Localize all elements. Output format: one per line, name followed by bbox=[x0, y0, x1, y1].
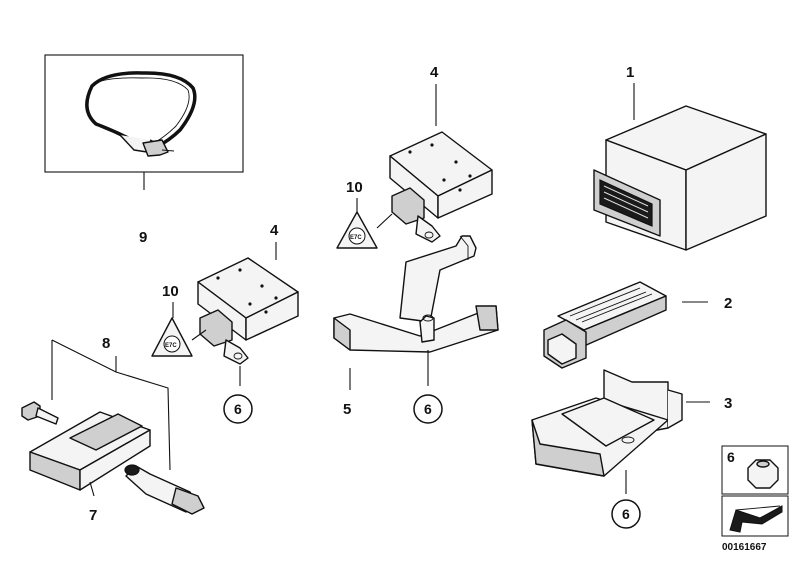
module-top-side bbox=[437, 169, 493, 219]
diagram-code: 00161667 bbox=[722, 542, 767, 553]
module-left-side bbox=[245, 291, 299, 341]
part-2-group: 2 bbox=[543, 281, 732, 369]
callout-6-right-circle bbox=[611, 499, 641, 529]
callout-6-right: 6 bbox=[622, 506, 630, 522]
part-7-group: 7 bbox=[29, 411, 205, 524]
callout-6-left: 6 bbox=[234, 401, 242, 417]
warning-label-top: E7C bbox=[350, 235, 362, 241]
part-4-top-group: 4 10 E7C bbox=[336, 64, 493, 249]
callout-2: 2 bbox=[724, 295, 732, 312]
part-1-group: 1 bbox=[593, 64, 767, 251]
callout-6-mid-circle bbox=[413, 394, 443, 424]
callout-5: 5 bbox=[343, 401, 351, 418]
module-top-plug bbox=[391, 187, 425, 225]
legend-item-number: 6 bbox=[727, 449, 735, 465]
part-8-group: 8 bbox=[21, 335, 171, 471]
callout-3: 3 bbox=[724, 395, 732, 412]
warning-label-left: E7C bbox=[165, 343, 177, 349]
callout-4-top: 4 bbox=[430, 64, 439, 81]
callout-7: 7 bbox=[89, 507, 97, 524]
callout-9: 9 bbox=[139, 229, 147, 246]
callout-8: 8 bbox=[102, 335, 110, 352]
part-3-group: 3 6 bbox=[531, 369, 732, 529]
callout-10-top: 10 bbox=[346, 179, 363, 196]
part-9-group: 9 bbox=[44, 54, 244, 246]
callout-4-left: 4 bbox=[270, 222, 279, 239]
tire-band-illustration bbox=[85, 71, 197, 152]
callout-1: 1 bbox=[626, 64, 634, 81]
control-unit-side bbox=[685, 133, 767, 251]
nut-icon bbox=[747, 459, 779, 489]
part-4-left-group: 4 10 E7C 6 bbox=[151, 222, 299, 424]
callout-6-mid: 6 bbox=[424, 401, 432, 417]
callout-10-left: 10 bbox=[162, 283, 179, 300]
bracket-arm bbox=[399, 235, 477, 323]
legend: 6 00161667 bbox=[721, 445, 789, 553]
tpms-sensor-side bbox=[79, 429, 151, 491]
part-5-group: 5 6 bbox=[333, 235, 499, 424]
callout-6-left-circle bbox=[223, 394, 253, 424]
arrow-icon bbox=[729, 505, 783, 533]
